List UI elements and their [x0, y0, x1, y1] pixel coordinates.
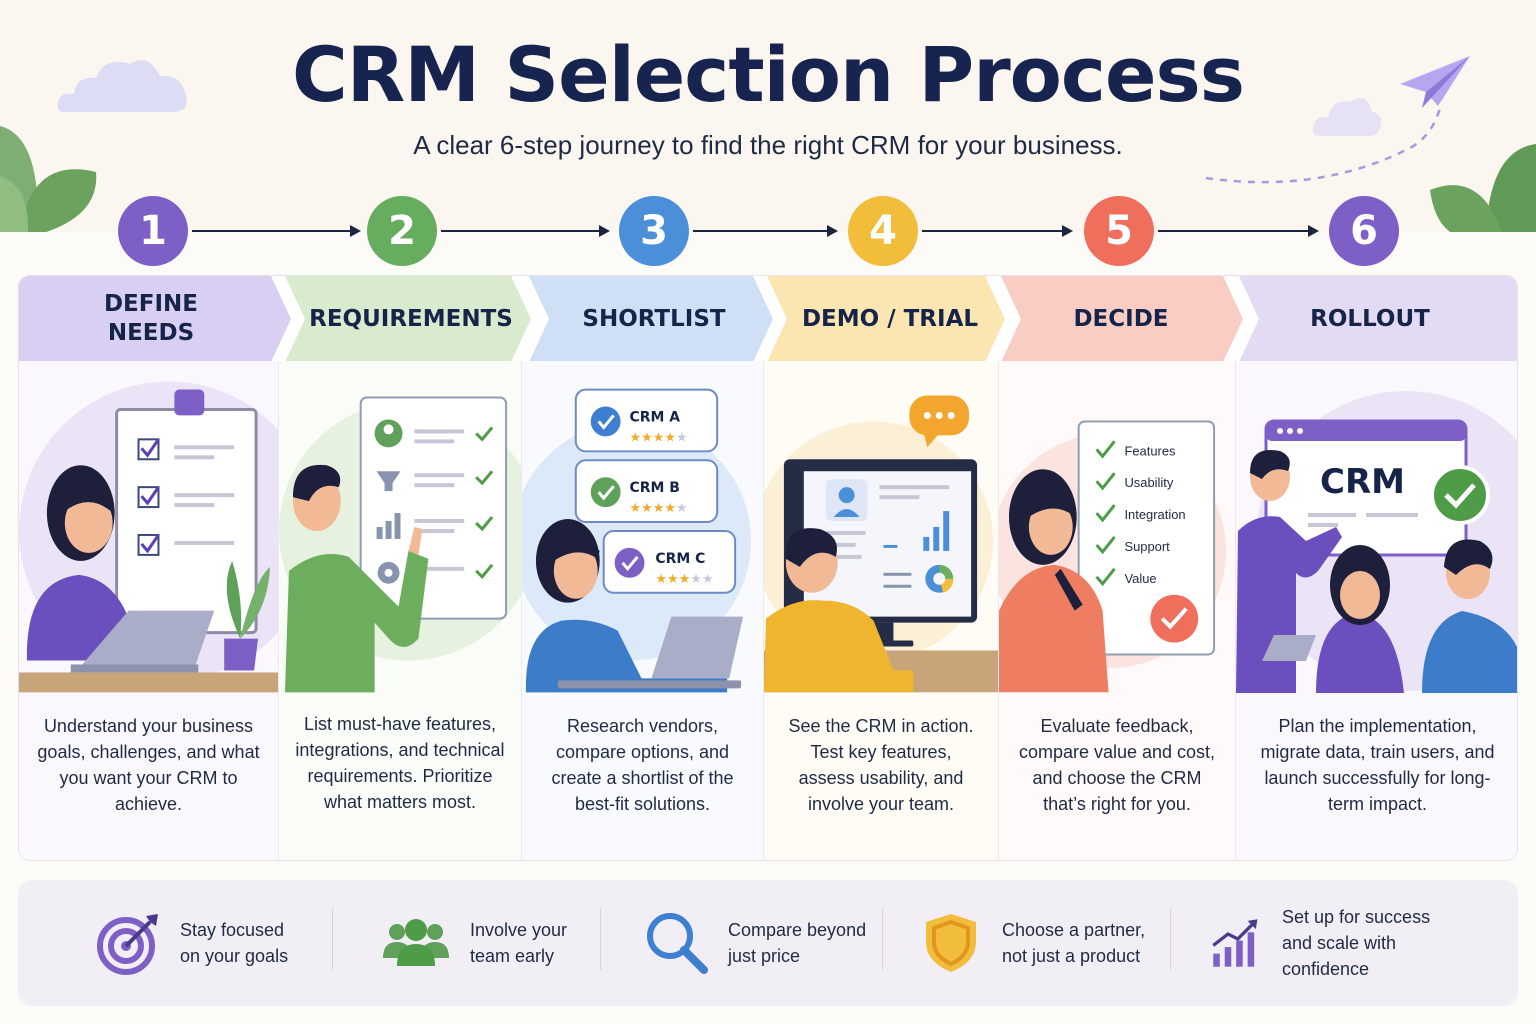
step-label-decide: DECIDE — [1073, 305, 1169, 332]
step-label-rollout: ROLLOUT — [1310, 305, 1430, 332]
growth-chart-icon — [1212, 919, 1258, 967]
step-description-2: List must-have features, integrations, a… — [295, 714, 505, 812]
step-number-4: 4 — [848, 196, 918, 266]
tip-item: Choose a partner, not just a product — [918, 880, 1152, 1006]
step-label-requirements: REQUIREMENTS — [309, 305, 513, 332]
shortlist-illustration: CRM A ★★★★★ CRM B ★★★★★ CRM C ★★★★★ — [522, 388, 752, 693]
tip-text: Choose a partner, not just a product — [1002, 920, 1146, 966]
step-label-demo-trial: DEMO / TRIAL — [801, 305, 979, 332]
star-rating-icon: ★★★★★ — [630, 501, 688, 516]
cloud-right-decoration — [1312, 97, 1381, 136]
tips-bar: Stay focused on your goals Involve your … — [18, 880, 1518, 1006]
chevron-row — [19, 276, 1517, 362]
plant-right-decoration — [1430, 144, 1536, 232]
step-column-5: Features Usability Integration Support V… — [999, 361, 1236, 860]
decide-illustration: Features Usability Integration Support V… — [999, 420, 1227, 693]
timeline-connector — [192, 230, 352, 232]
shortlist-card-b-label: CRM B — [630, 480, 680, 496]
star-rating-icon: ★★★★★ — [630, 430, 688, 445]
plant-left-decoration — [0, 126, 97, 234]
arrow-right-icon — [827, 225, 838, 237]
checklist-item-usability: Usability — [1124, 475, 1173, 490]
checklist-item-support: Support — [1124, 539, 1170, 554]
step-number-6: 6 — [1329, 196, 1399, 266]
tip-item: Set up for success and scale with confid… — [1210, 880, 1432, 1006]
step-number-5: 5 — [1084, 196, 1154, 266]
cloud-left-decoration — [57, 60, 187, 112]
page-title: CRM Selection Process — [292, 30, 1245, 119]
step-description-6: Plan the implementation, migrate data, t… — [1260, 716, 1495, 814]
shortlist-card-c-label: CRM C — [655, 551, 705, 567]
step-description-5: Evaluate feedback, compare value and cos… — [1018, 716, 1216, 814]
timeline-connector — [922, 230, 1064, 232]
step-number-3: 3 — [619, 196, 689, 266]
tip-text: Stay focused on your goals — [180, 920, 289, 966]
timeline-connector — [1158, 230, 1310, 232]
tip-divider — [332, 908, 333, 970]
rollout-illustration: CRM — [1236, 391, 1517, 693]
tip-item: Stay focused on your goals — [96, 880, 300, 1006]
checklist-item-value: Value — [1124, 571, 1156, 586]
tip-divider — [1170, 908, 1171, 970]
arrow-right-icon — [599, 225, 610, 237]
step-number-1: 1 — [118, 196, 188, 266]
step-column-4: See the CRM in action. Test key features… — [764, 361, 999, 860]
requirements-illustration — [279, 396, 521, 693]
step-timeline: 1 2 3 4 5 6 — [0, 196, 1536, 270]
tip-text: Involve your team early — [470, 920, 568, 966]
magnifier-icon — [647, 913, 708, 974]
target-icon — [97, 914, 158, 975]
define-needs-illustration — [19, 381, 278, 693]
step-column-2: List must-have features, integrations, a… — [279, 361, 522, 860]
step-description-3: Research vendors, compare options, and c… — [551, 716, 734, 814]
steps-panel: DEFINE NEEDS REQUIREMENTS SHORTLIST DEMO… — [18, 275, 1518, 861]
step-number-2: 2 — [367, 196, 437, 266]
timeline-connector — [693, 230, 829, 232]
step-label-shortlist: SHORTLIST — [582, 305, 726, 332]
checklist-item-integration: Integration — [1124, 507, 1185, 522]
step-description-1: Understand your business goals, challeng… — [37, 716, 260, 814]
step-column-3: CRM A ★★★★★ CRM B ★★★★★ CRM C ★★★★★ Rese… — [522, 361, 764, 860]
step-label-define-needs: DEFINE NEEDS — [103, 291, 199, 346]
arrow-right-icon — [1308, 225, 1319, 237]
step-column-1: Understand your business goals, challeng… — [19, 361, 279, 860]
page-subtitle: A clear 6-step journey to find the right… — [413, 130, 1123, 160]
checklist-item-features: Features — [1124, 443, 1175, 458]
step-description-4: See the CRM in action. Test key features… — [788, 716, 974, 814]
tip-text: Set up for success and scale with confid… — [1282, 907, 1431, 979]
demo-trial-illustration — [764, 395, 998, 693]
timeline-connector — [441, 230, 601, 232]
star-rating-icon: ★★★★★ — [655, 572, 713, 587]
tip-item: Involve your team early — [380, 880, 580, 1006]
arrow-right-icon — [350, 225, 361, 237]
shield-icon — [926, 914, 976, 972]
paper-plane-icon — [1205, 56, 1470, 184]
rollout-screen-text: CRM — [1320, 462, 1405, 502]
tip-text: Compare beyond just price — [728, 920, 867, 966]
step-column-6: CRM Plan the implementation, migrate dat… — [1236, 361, 1517, 860]
tip-divider — [882, 908, 883, 970]
tip-item: Compare beyond just price — [644, 880, 868, 1006]
team-icon — [383, 919, 449, 966]
arrow-right-icon — [1062, 225, 1073, 237]
shortlist-card-a-label: CRM A — [630, 409, 681, 425]
tip-divider — [600, 908, 601, 970]
